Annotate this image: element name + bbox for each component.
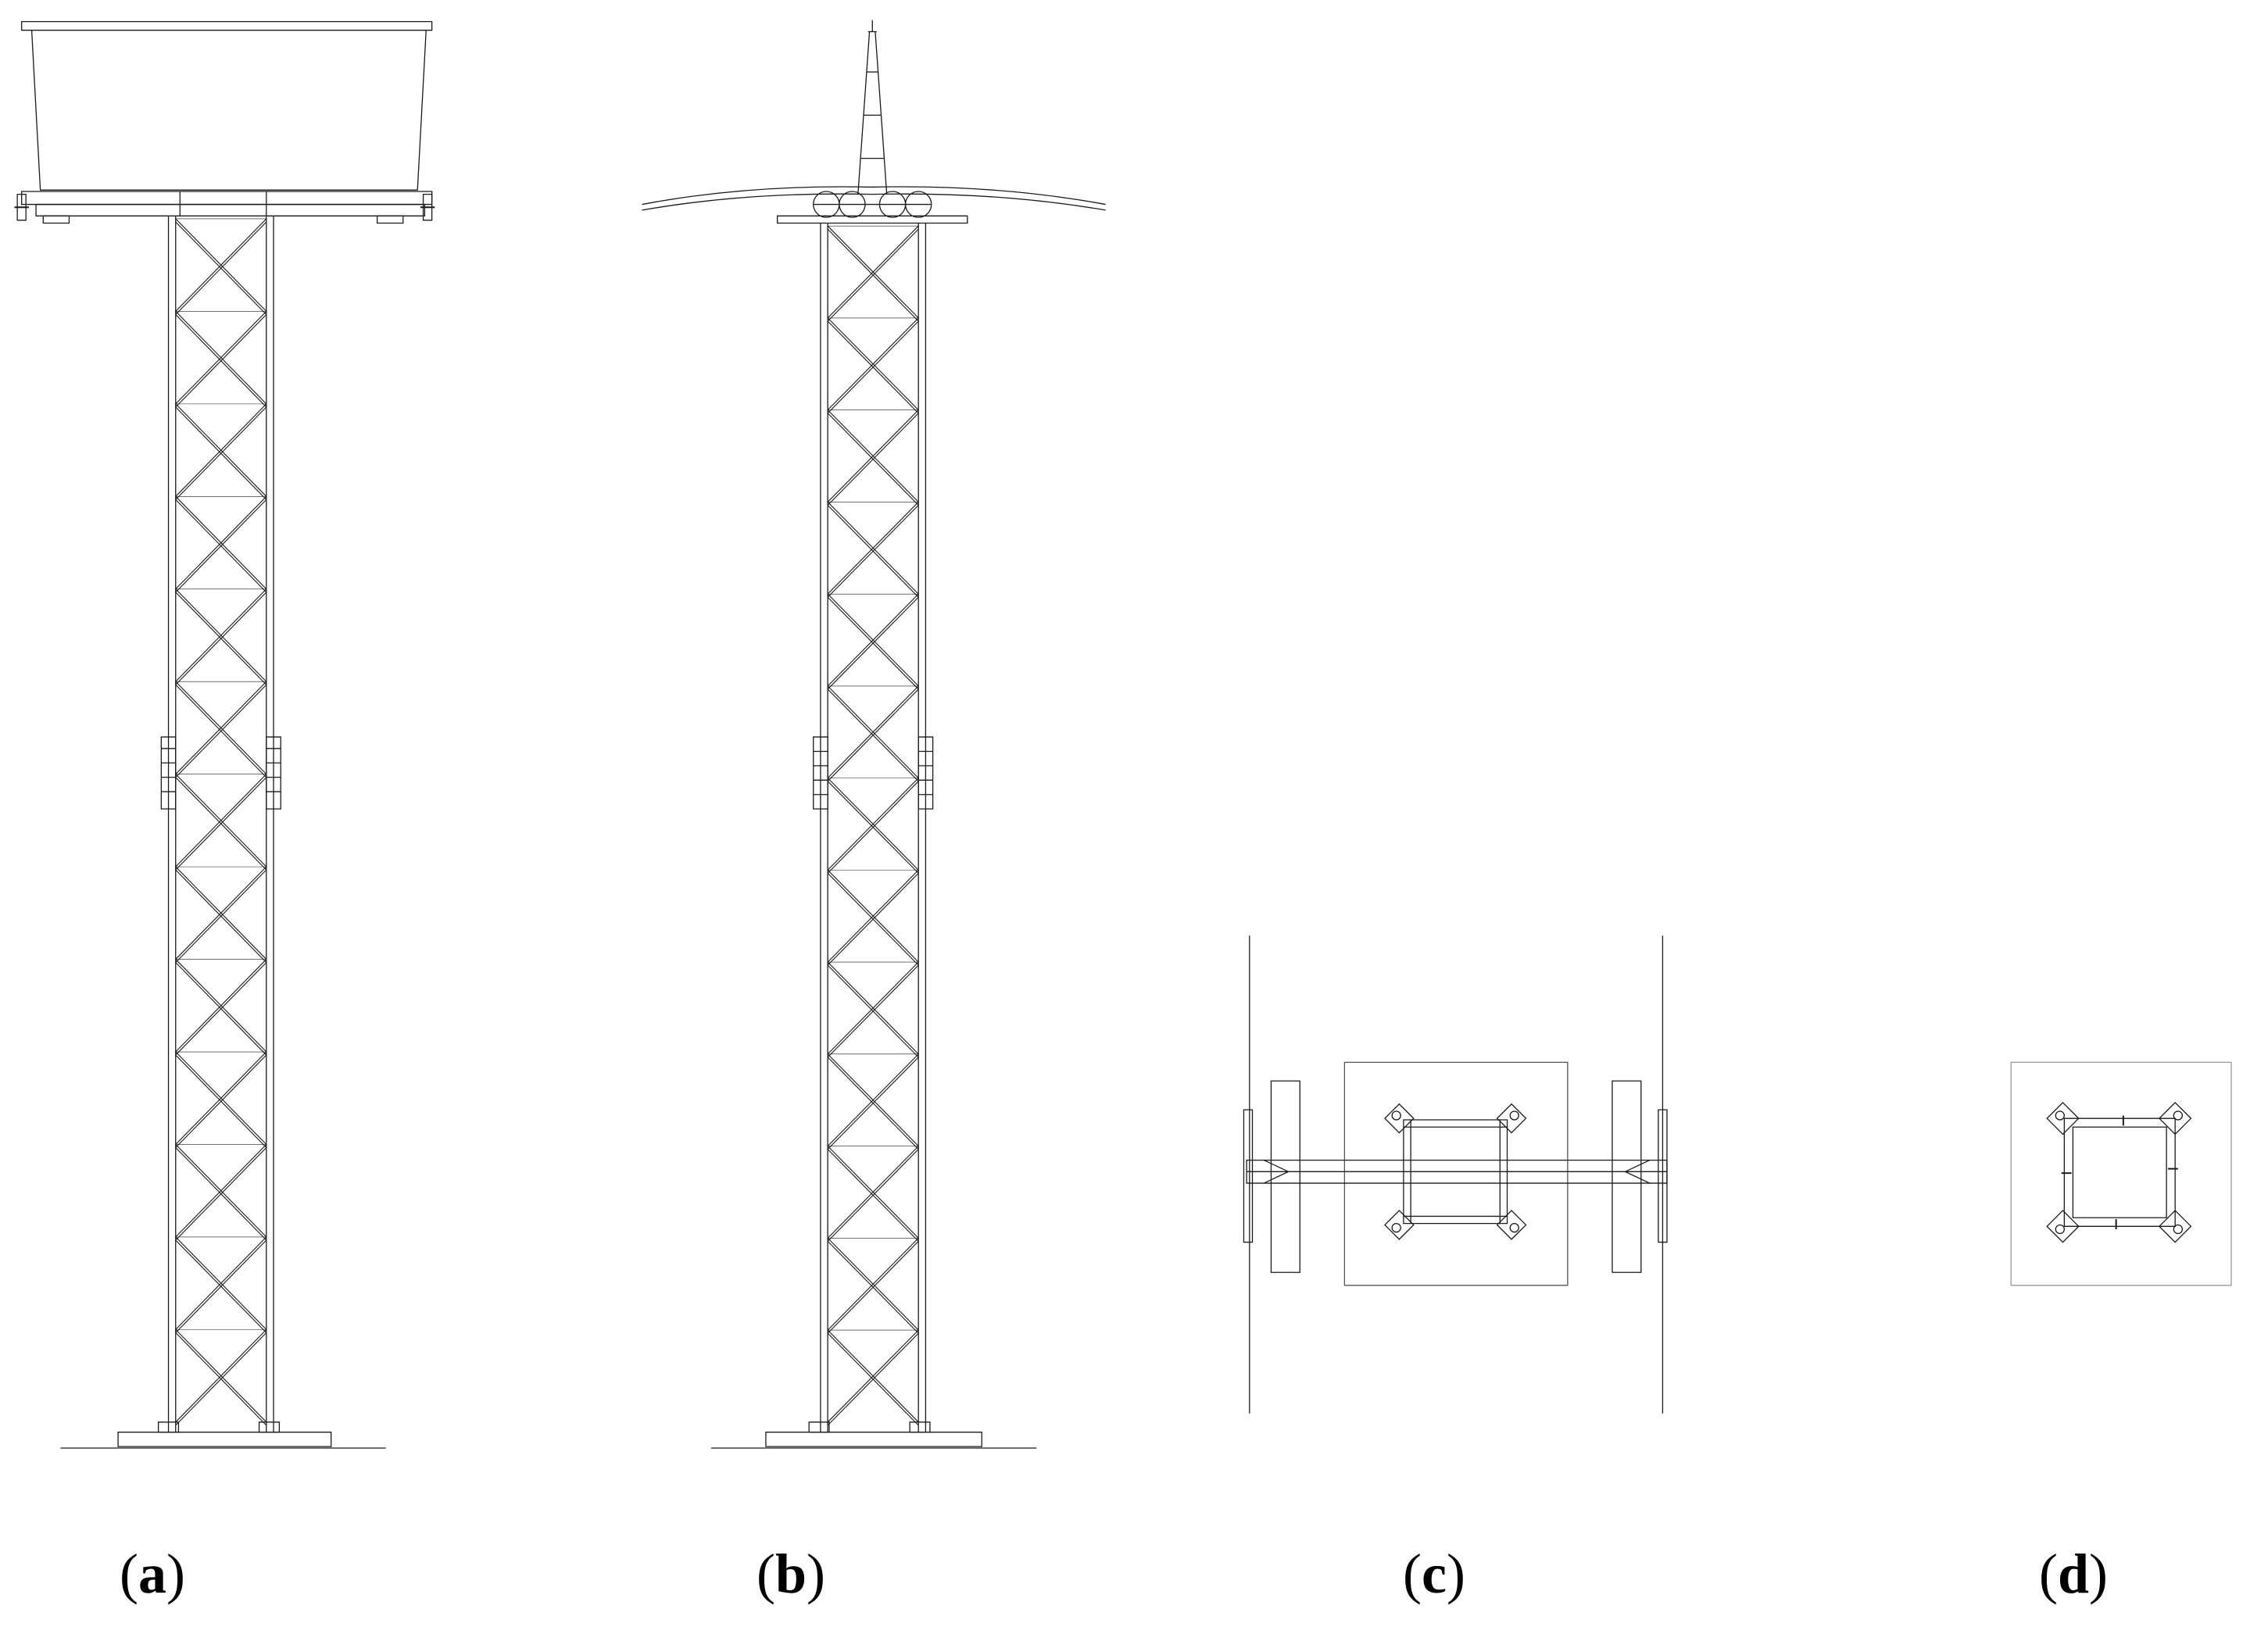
tower-section-plan [1404, 1120, 1508, 1224]
brace-member [176, 963, 266, 1055]
brace-member [828, 1057, 918, 1150]
brace-member [828, 1054, 918, 1146]
brace-member [176, 222, 266, 314]
brace-member [176, 778, 266, 870]
brace-member [176, 496, 266, 588]
clamp-left [1243, 1110, 1252, 1242]
brace-member [176, 774, 266, 867]
label-open-paren: ( [757, 1543, 775, 1605]
leg-base-plates [2047, 1103, 2191, 1243]
brace-member [176, 960, 266, 1052]
brace-member [828, 413, 918, 506]
label-letter: b [774, 1543, 807, 1605]
brace-member [176, 1329, 266, 1421]
brace-member [828, 873, 918, 965]
panel-d-plan-view-section [2011, 1062, 2231, 1285]
splice-plates [814, 737, 933, 809]
brace-member [828, 962, 918, 1054]
brace-member [176, 1332, 266, 1425]
cross-arm [642, 187, 1106, 210]
panel-b-tower-crossarm-elevation [642, 20, 1106, 1448]
brace-member [176, 1055, 266, 1147]
foundation-outline [2011, 1062, 2231, 1285]
brace-member [176, 1237, 266, 1329]
label-close-paren: ) [807, 1543, 826, 1605]
brace-member [176, 592, 266, 685]
leg-base-plates [1385, 1104, 1526, 1239]
brace-member [176, 407, 266, 499]
panel-label-c: (c) [1403, 1546, 1465, 1602]
panel-label-a: (a) [120, 1546, 185, 1602]
tower-base [711, 1422, 1036, 1448]
brace-member [828, 1146, 918, 1239]
brace-member [828, 781, 918, 874]
label-letter: c [1421, 1543, 1447, 1605]
bolt-marks [2062, 1115, 2178, 1229]
panel-a-tower-billboard-elevation [14, 22, 435, 1448]
lattice-bracing [176, 219, 266, 1425]
label-open-paren: ( [1403, 1543, 1422, 1605]
brace-member [828, 410, 918, 502]
brace-member [176, 867, 266, 959]
label-letter: d [2057, 1543, 2090, 1605]
brace-member [828, 594, 918, 686]
brace-member [176, 311, 266, 403]
foundation-outline [1344, 1062, 1567, 1285]
brace-member [828, 870, 918, 962]
brace-member [828, 1238, 918, 1330]
side-plate-left [1271, 1081, 1300, 1272]
brace-member [828, 1333, 918, 1425]
cross-arm-plan [1247, 1160, 1667, 1183]
label-letter: a [138, 1543, 166, 1605]
brace-member [828, 1330, 918, 1422]
brace-member [828, 965, 918, 1057]
brace-member [176, 681, 266, 774]
brace-member [176, 219, 266, 311]
brace-member [176, 499, 266, 592]
brace-member [176, 314, 266, 406]
brace-member [828, 597, 918, 689]
top-plate [778, 216, 968, 223]
label-close-paren: ) [166, 1543, 185, 1605]
brace-member [176, 1144, 266, 1236]
pulleys [814, 191, 932, 217]
tower-legs [169, 216, 274, 1432]
tower-legs [821, 223, 925, 1432]
panel-label-b: (b) [757, 1546, 825, 1602]
brace-member [828, 321, 918, 413]
brace-member [828, 1150, 918, 1242]
panel-c-plan-view-crossarm [1243, 935, 1667, 1414]
brace-member [828, 229, 918, 321]
brace-member [828, 505, 918, 597]
brace-member [828, 226, 918, 318]
brace-member [176, 685, 266, 777]
brace-member [828, 778, 918, 871]
label-open-paren: ( [2039, 1543, 2058, 1605]
brace-member [176, 1148, 266, 1240]
label-close-paren: ) [2089, 1543, 2109, 1605]
splice-plates [161, 737, 281, 809]
label-close-paren: ) [1446, 1543, 1465, 1605]
brace-member [176, 404, 266, 496]
tower-base [60, 1422, 385, 1448]
brace-member [828, 686, 918, 778]
brace-member [176, 1240, 266, 1332]
brace-member [828, 689, 918, 781]
brace-member [176, 589, 266, 681]
brace-member [176, 870, 266, 962]
brace-member [828, 502, 918, 594]
label-open-paren: ( [120, 1543, 138, 1605]
top-mast [858, 20, 887, 195]
side-plate-right [1612, 1081, 1641, 1272]
brace-member [828, 318, 918, 410]
panel-label-d: (d) [2039, 1546, 2108, 1602]
brace-member [176, 1052, 266, 1144]
brace-member [828, 1241, 918, 1333]
billboard-sign [14, 22, 435, 223]
tower-section-plan [2064, 1118, 2175, 1226]
lattice-bracing [828, 226, 918, 1425]
